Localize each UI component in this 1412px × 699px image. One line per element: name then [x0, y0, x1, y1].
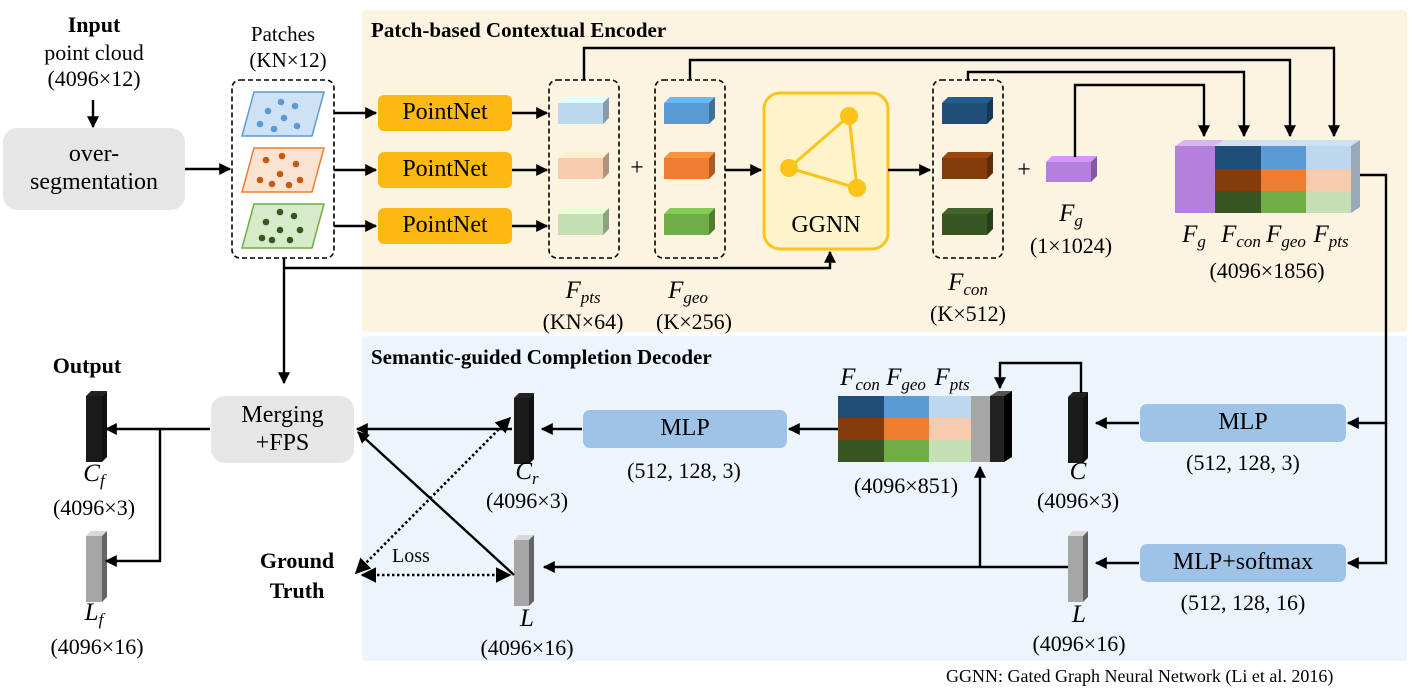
- merging-line2: +FPS: [255, 429, 310, 456]
- arrow-concat-mlp-top: [1346, 173, 1388, 429]
- fpts-dims: (KN×64): [542, 309, 624, 334]
- fpts-cuboid-1: [558, 97, 609, 124]
- fcon-symbol: Fcon: [948, 269, 988, 299]
- graph-icon: [780, 107, 866, 197]
- fcon-dims: (K×512): [930, 301, 1006, 326]
- concat-fgeo-label: Fgeo: [1266, 221, 1306, 251]
- lmid-bar: [1068, 531, 1088, 602]
- arrow-patches-ggnn: [282, 250, 836, 270]
- input-line2: (4096×12): [47, 66, 141, 91]
- patch-orange-icon: [241, 147, 325, 193]
- lmid-symbol: L: [1072, 601, 1086, 628]
- arrow-fg-concat: [1073, 83, 1210, 157]
- cf-bar: [86, 391, 107, 462]
- c-bar: [1068, 392, 1088, 463]
- pointnet-2: PointNet: [378, 152, 512, 188]
- output-bars: [86, 391, 1088, 606]
- fcon-cuboid-3: [942, 208, 993, 235]
- concat-fg-label: Fg: [1182, 221, 1206, 251]
- patches-title: Patches: [250, 22, 316, 46]
- lf-dims: (4096×16): [50, 634, 144, 659]
- fpts-cuboid-3: [558, 208, 609, 235]
- cr-dims: (4096×3): [485, 488, 569, 513]
- c-symbol: C: [1069, 458, 1087, 485]
- cr-bar: [514, 393, 534, 464]
- lf-symbol: Lf: [84, 599, 104, 629]
- merging-line1: Merging: [241, 401, 324, 428]
- fpts-symbol: Fpts: [565, 277, 601, 307]
- concat-block-851: [838, 391, 1012, 462]
- fg-cuboid: [1046, 156, 1097, 182]
- fgeo-cuboid-1: [664, 97, 715, 124]
- ground-truth-line2: Truth: [269, 578, 325, 603]
- input-title: Input: [67, 12, 121, 37]
- arrow-concat-mlp-soft: [1346, 423, 1388, 569]
- patch-green-icon: [241, 203, 325, 249]
- input-line1: point cloud: [44, 40, 144, 65]
- fgeo-cuboid-3: [664, 208, 715, 235]
- arrow-merging-lf: [104, 429, 162, 567]
- fcon-cuboid-1: [942, 97, 993, 124]
- feature-cuboids: [558, 97, 1097, 235]
- concat-dims: (4096×1856): [1209, 258, 1325, 283]
- concat-fcon-label: Fcon: [1221, 221, 1261, 251]
- pointnet-1: PointNet: [378, 95, 512, 131]
- concat2-fcon-label: Fcon: [840, 364, 880, 394]
- fcon-cuboid-2: [942, 152, 993, 179]
- mlp-softmax-box: MLP+softmax: [1140, 544, 1346, 582]
- lmid-dims: (4096×16): [1032, 631, 1126, 656]
- pointnet-3: PointNet: [378, 208, 512, 244]
- concat-block-1856: [1175, 140, 1360, 213]
- loss-label: Loss: [392, 545, 430, 567]
- footnote: GGNN: Gated Graph Neural Network (Li et …: [946, 666, 1334, 686]
- overseg-box: over- segmentation: [3, 128, 185, 210]
- arrow-fgeo-concat: [688, 58, 1296, 138]
- mlp-top-params: (512, 128, 3): [1186, 450, 1300, 475]
- cf-symbol: Cf: [83, 460, 105, 490]
- output-title: Output: [52, 353, 122, 378]
- overseg-line1: over-: [68, 141, 120, 168]
- plus-2: +: [1017, 157, 1031, 183]
- loss-arrow-cr: [354, 416, 512, 575]
- l-symbol: L: [520, 605, 534, 632]
- decoder-title: Semantic-guided Completion Decoder: [371, 345, 712, 369]
- mlp-mid-params: (512, 128, 3): [627, 458, 741, 483]
- c-dims: (4096×3): [1036, 488, 1120, 513]
- l-bar: [514, 535, 534, 606]
- concat2-fgeo-label: Fgeo: [886, 364, 926, 394]
- concat2-fpts-label: Fpts: [934, 364, 970, 394]
- encoder-title: Patch-based Contextual Encoder: [371, 18, 667, 42]
- fgeo-symbol: Fgeo: [668, 277, 708, 307]
- mlp-top-box: MLP: [1140, 404, 1346, 442]
- arrow-fpts-concat: [582, 46, 1340, 138]
- lf-bar: [86, 531, 107, 602]
- patch-blue-icon: [241, 91, 325, 137]
- mlp-softmax-params: (512, 128, 16): [1180, 590, 1306, 615]
- l-dims: (4096×16): [480, 635, 574, 660]
- arrow-fcon-concat: [966, 70, 1250, 138]
- fgeo-dims: (K×256): [656, 309, 732, 334]
- fg-dims: (1×1024): [1029, 233, 1113, 258]
- arrow-c-concat: [994, 361, 1083, 393]
- fgeo-cuboid-2: [664, 152, 715, 179]
- overseg-line2: segmentation: [30, 169, 158, 195]
- ggnn-label: GGNN: [791, 212, 861, 238]
- mlp-mid-box: MLP: [583, 410, 787, 448]
- merging-box: Merging +FPS: [211, 396, 354, 463]
- patches-dims: (KN×12): [249, 48, 327, 72]
- ground-truth-line1: Ground: [259, 548, 335, 573]
- fpts-cuboid-2: [558, 152, 609, 179]
- cf-dims: (4096×3): [52, 495, 136, 520]
- concat-fpts-label: Fpts: [1313, 221, 1349, 251]
- concat2-dims: (4096×851): [853, 473, 959, 498]
- cr-symbol: Cr: [515, 458, 539, 488]
- plus-1: +: [630, 155, 644, 181]
- fg-symbol: Fg: [1059, 200, 1083, 230]
